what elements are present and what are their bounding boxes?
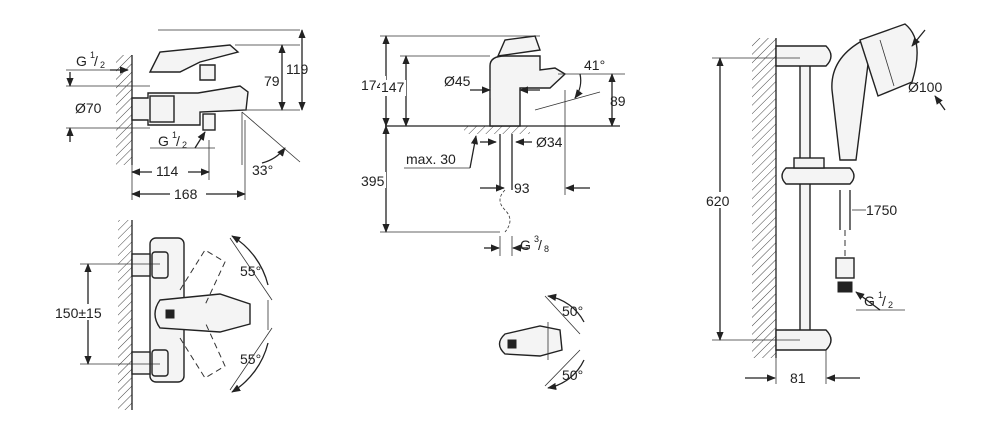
basin-mixer-body <box>489 55 567 127</box>
svg-text:/: / <box>882 293 886 309</box>
angle-50-top: 50° <box>562 303 583 319</box>
bath-mixer-side-view: 79 119 G 1 / 2 Ø70 G 1 / 2 33° 114 <box>66 29 309 202</box>
shower-rail <box>799 49 811 341</box>
wall-hatch <box>116 55 132 165</box>
svg-text:/: / <box>94 53 98 69</box>
dim-79: 79 <box>264 73 280 89</box>
dim-114: 114 <box>156 163 179 179</box>
dim-395: 395 <box>361 173 385 189</box>
dim-150: 150±15 <box>55 305 102 321</box>
svg-text:2: 2 <box>888 300 893 310</box>
dim-d70: Ø70 <box>75 100 102 116</box>
lever-top <box>154 293 251 333</box>
angle-55-bottom: 55° <box>240 351 261 367</box>
basin-mixer-top-view: 50° 50° <box>498 293 585 391</box>
svg-text:3: 3 <box>534 234 539 244</box>
thread-g-shower: G <box>864 293 875 309</box>
dim-174: 174 <box>361 77 385 93</box>
dim-620: 620 <box>706 193 730 209</box>
hand-shower <box>831 41 871 161</box>
wall-hatch <box>752 38 776 358</box>
bath-mixer-top-view: 55° 55° 150±15 <box>54 220 273 410</box>
svg-text:2: 2 <box>100 60 105 70</box>
shower-set-view: Ø100 620 1750 G 1 / 2 81 <box>704 23 946 386</box>
thread-g-top: G <box>76 53 87 69</box>
dim-168: 168 <box>174 186 198 202</box>
angle-50-bottom: 50° <box>562 367 583 383</box>
svg-text:1: 1 <box>878 290 883 300</box>
thread-g38: G <box>520 237 531 253</box>
svg-text:8: 8 <box>544 244 549 254</box>
dim-d34: Ø34 <box>536 134 563 150</box>
svg-text:/: / <box>176 133 180 149</box>
dim-119: 119 <box>286 61 309 77</box>
svg-text:1: 1 <box>90 50 95 60</box>
angle-55-top: 55° <box>240 263 261 279</box>
angle-41: 41° <box>584 57 605 73</box>
svg-text:/: / <box>538 237 542 253</box>
dim-1750: 1750 <box>866 202 897 218</box>
dim-147: 147 <box>381 79 405 95</box>
dim-d45: Ø45 <box>444 73 471 89</box>
wall-hatch <box>118 220 132 410</box>
basin-mixer-side-view: 174 147 395 Ø45 41° 89 Ø34 max. 30 93 <box>360 35 626 256</box>
svg-text:1: 1 <box>172 130 177 140</box>
dim-93: 93 <box>514 180 530 196</box>
lever <box>148 44 240 73</box>
svg-text:2: 2 <box>182 140 187 150</box>
dim-d100: Ø100 <box>908 79 942 95</box>
rail-slider <box>781 167 855 185</box>
thread-g-bottom: G <box>158 133 169 149</box>
dim-max30: max. 30 <box>406 151 456 167</box>
dim-81: 81 <box>790 370 806 386</box>
angle-33: 33° <box>252 162 273 178</box>
dim-89: 89 <box>610 93 626 109</box>
